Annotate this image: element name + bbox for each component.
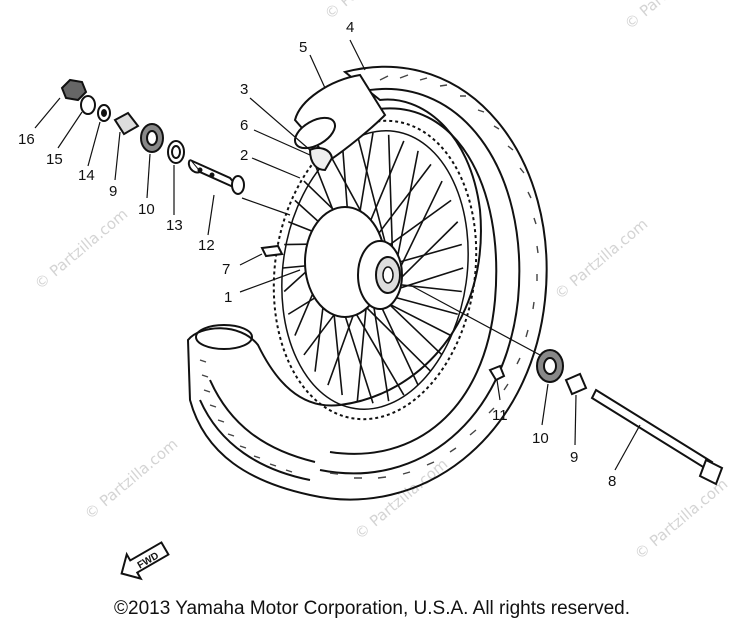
part-label: 13 bbox=[166, 217, 183, 234]
part-label: 15 bbox=[46, 151, 63, 168]
part-label: 9 bbox=[570, 449, 578, 466]
spoke bbox=[394, 267, 464, 291]
part-label: 11 bbox=[492, 407, 508, 424]
fwd-arrow-icon: FWD bbox=[120, 541, 170, 581]
part-label: 9 bbox=[109, 183, 117, 200]
part-label: 14 bbox=[78, 167, 95, 184]
part-label: 3 bbox=[240, 81, 248, 98]
part-label: 10 bbox=[532, 430, 549, 447]
wheel-rim bbox=[272, 119, 478, 421]
part-label: 10 bbox=[138, 201, 155, 218]
watermark: © Partzilla.com bbox=[551, 215, 651, 303]
collar bbox=[113, 111, 140, 136]
spoke bbox=[384, 299, 443, 356]
spoke bbox=[396, 221, 459, 283]
spoke bbox=[371, 298, 390, 402]
part-label: 16 bbox=[18, 131, 35, 148]
part-label: 7 bbox=[222, 261, 230, 278]
fwd-label: FWD bbox=[136, 551, 161, 572]
watermark: © Partzilla.com bbox=[81, 435, 181, 523]
part-label: 4 bbox=[346, 19, 354, 36]
spacer bbox=[187, 159, 245, 195]
watermark: © Partzilla.com bbox=[31, 205, 131, 293]
front-axle bbox=[590, 388, 714, 472]
inner-tube bbox=[293, 73, 387, 172]
watermark: © Partzilla.com bbox=[321, 0, 421, 23]
spoke bbox=[390, 295, 458, 316]
tire bbox=[186, 65, 548, 501]
spoke bbox=[377, 300, 419, 386]
part-label: 12 bbox=[198, 237, 215, 254]
spoke-nipple bbox=[260, 244, 284, 258]
wheel-hub bbox=[304, 206, 403, 318]
watermark: © Partzilla.com bbox=[621, 0, 721, 33]
spoke bbox=[387, 134, 394, 257]
part-label: 8 bbox=[608, 473, 616, 490]
left-side-parts bbox=[60, 78, 185, 164]
part-label: 2 bbox=[240, 147, 248, 164]
part-labels: 4 5 3 6 2 7 1 16 15 14 9 10 13 12 11 10 … bbox=[18, 19, 616, 490]
axle-nut bbox=[60, 78, 88, 102]
balance-weight bbox=[488, 364, 506, 382]
collar-right bbox=[564, 372, 588, 396]
watermark: © Partzilla.com bbox=[631, 475, 731, 563]
leader-lines bbox=[34, 39, 641, 471]
part-label: 5 bbox=[299, 39, 307, 56]
part-label: 1 bbox=[224, 289, 232, 306]
copyright-notice: ©2013 Yamaha Motor Corporation, U.S.A. A… bbox=[114, 598, 630, 619]
wheel-rim-inner bbox=[281, 130, 469, 410]
spoke bbox=[356, 134, 389, 252]
right-side-parts bbox=[536, 349, 724, 486]
lock-washer bbox=[80, 95, 96, 115]
tire-tread bbox=[199, 74, 539, 479]
part-label: 6 bbox=[240, 117, 248, 134]
spoke bbox=[356, 293, 369, 402]
spoke bbox=[395, 150, 419, 264]
spoke bbox=[397, 180, 443, 273]
